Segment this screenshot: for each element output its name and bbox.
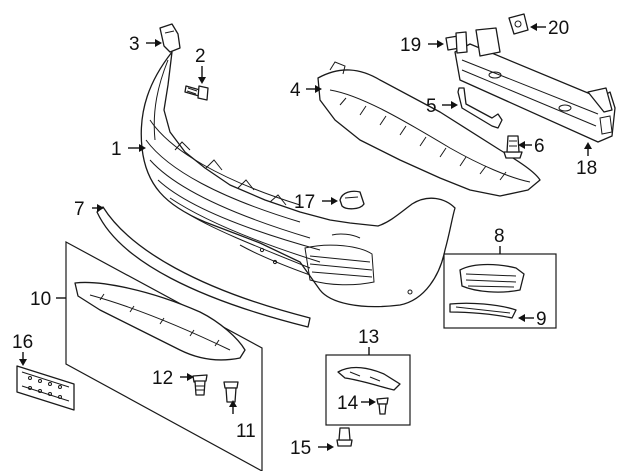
- callout-labels: 1 2 3 4 5 6 7 8 9 10 11 12 13 14 15 16 1…: [12, 18, 597, 459]
- clip-part-6: [503, 135, 523, 159]
- bolt-part-19: [445, 31, 468, 54]
- callout-17: 17: [294, 192, 315, 213]
- callout-16: 16: [12, 332, 33, 353]
- bolt-part-2: [184, 85, 209, 101]
- tow-hook-cover-part-17: [339, 190, 365, 210]
- callout-9: 9: [536, 309, 547, 330]
- splash-shield-group-part-10: [65, 240, 263, 471]
- callout-11: 11: [236, 421, 256, 442]
- callout-20: 20: [548, 18, 569, 39]
- screw-part-11: [223, 381, 239, 403]
- screw-part-15: [336, 427, 353, 447]
- callout-13: 13: [358, 327, 379, 348]
- callout-12: 12: [152, 368, 173, 389]
- bumper-cover: [140, 51, 456, 308]
- callout-leaders: [19, 23, 592, 451]
- side-bracket-part-3: [159, 23, 181, 53]
- callout-18: 18: [576, 158, 597, 179]
- callout-10: 10: [30, 289, 51, 310]
- push-pin-part-12: [192, 374, 208, 396]
- callout-14: 14: [337, 393, 359, 414]
- lower-molding-part-7: [96, 206, 311, 328]
- callout-7: 7: [74, 199, 85, 220]
- callout-8: 8: [494, 226, 505, 247]
- callout-3: 3: [129, 34, 140, 55]
- bracket-part-5: [457, 87, 503, 129]
- callout-5: 5: [426, 96, 437, 117]
- reinforcement-bar-part-18: [454, 27, 616, 143]
- callout-2: 2: [195, 46, 206, 67]
- bracket-group-part-13: [325, 354, 411, 426]
- license-bracket-part-16: [16, 365, 75, 411]
- callout-1: 1: [111, 139, 122, 160]
- nut-part-20: [508, 13, 529, 35]
- callout-19: 19: [400, 35, 421, 56]
- callout-6: 6: [534, 136, 545, 157]
- callout-15: 15: [290, 438, 311, 459]
- callout-4: 4: [290, 80, 301, 101]
